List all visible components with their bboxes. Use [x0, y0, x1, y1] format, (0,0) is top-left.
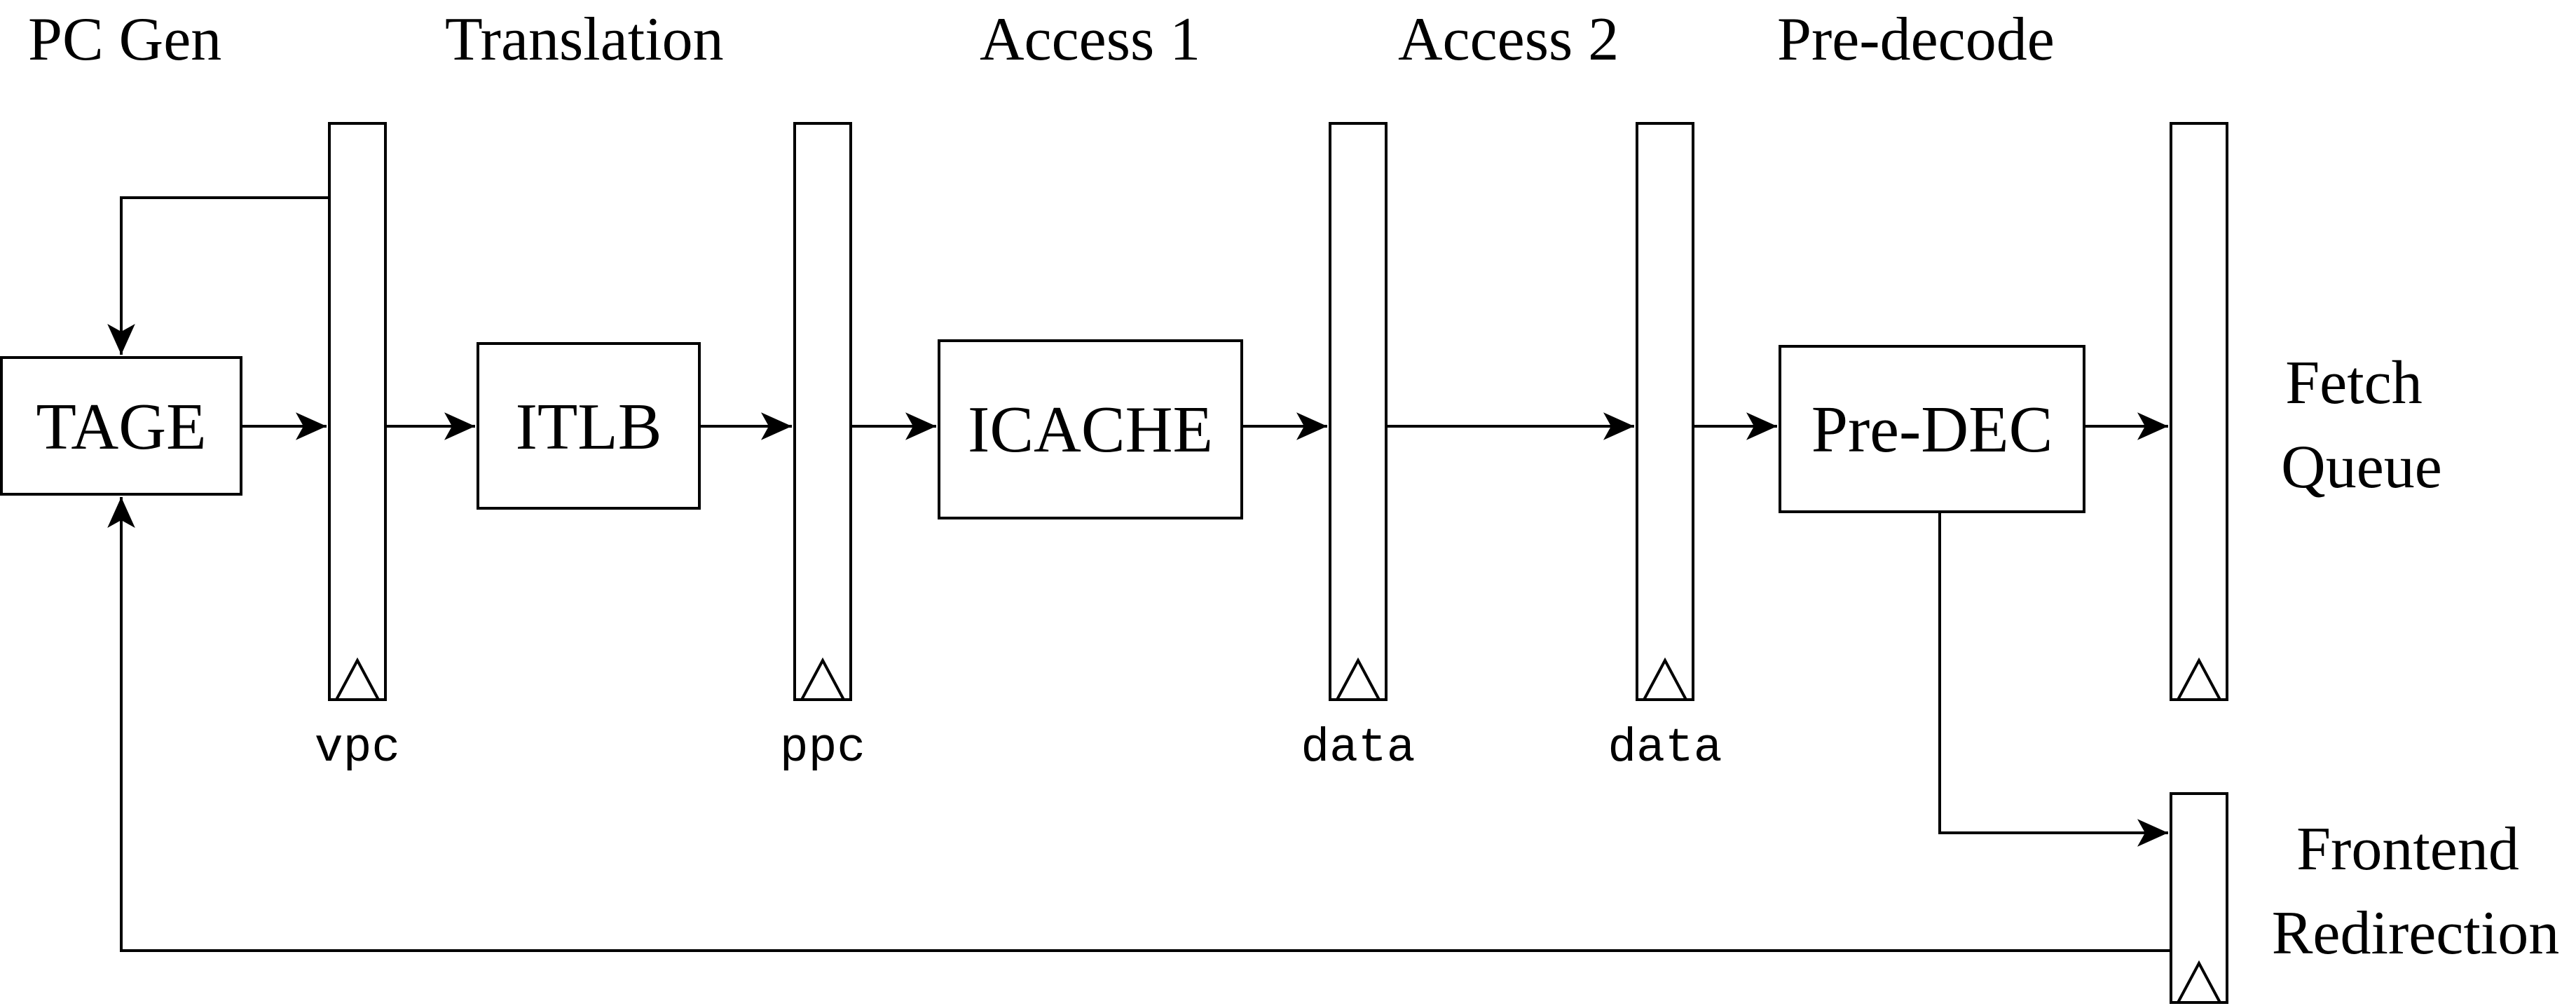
fetch-queue-label: Fetch Queue	[2281, 349, 2442, 501]
icache-block: ICACHE	[938, 339, 1243, 519]
predec-block: Pre-DEC	[1779, 345, 2085, 513]
signal-label-ppc: ppc	[780, 721, 865, 775]
itlb-block: ITLB	[477, 342, 701, 510]
register-data-2	[1636, 122, 1694, 701]
frontend-redirection-label-line-1: Frontend	[2296, 815, 2519, 883]
signal-label-data-1: data	[1301, 721, 1415, 775]
register-frontend-redirection	[2170, 792, 2228, 1004]
stage-label-translation: Translation	[445, 6, 724, 74]
tage-label: TAGE	[36, 390, 206, 463]
itlb-label: ITLB	[516, 390, 662, 463]
signal-label-data-2: data	[1608, 721, 1722, 775]
tage-block: TAGE	[0, 356, 242, 496]
register-ppc	[793, 122, 852, 701]
stage-label-access-1: Access 1	[980, 6, 1200, 74]
stage-label-access-2: Access 2	[1398, 6, 1619, 74]
register-data-1	[1329, 122, 1388, 701]
frontend-redirection-label-line-2: Redirection	[2272, 899, 2560, 967]
predec-label: Pre-DEC	[1811, 393, 2053, 466]
stage-label-pc-gen: PC Gen	[28, 6, 221, 74]
wire-vpc-feedback-to-tage	[107, 196, 329, 355]
stage-label-pre-decode: Pre-decode	[1777, 6, 2055, 74]
frontend-redirection-label: Frontend Redirection	[2272, 815, 2560, 967]
register-fetch-queue	[2170, 122, 2228, 701]
signal-label-vpc: vpc	[315, 721, 400, 775]
fetch-queue-label-line-2: Queue	[2281, 433, 2442, 501]
wire-predec-to-frontend-redirection	[1938, 512, 2168, 847]
fetch-queue-label-line-1: Fetch	[2285, 349, 2423, 417]
icache-label: ICACHE	[968, 393, 1213, 466]
register-vpc	[328, 122, 387, 701]
wire-redirection-to-tage	[107, 497, 2171, 952]
